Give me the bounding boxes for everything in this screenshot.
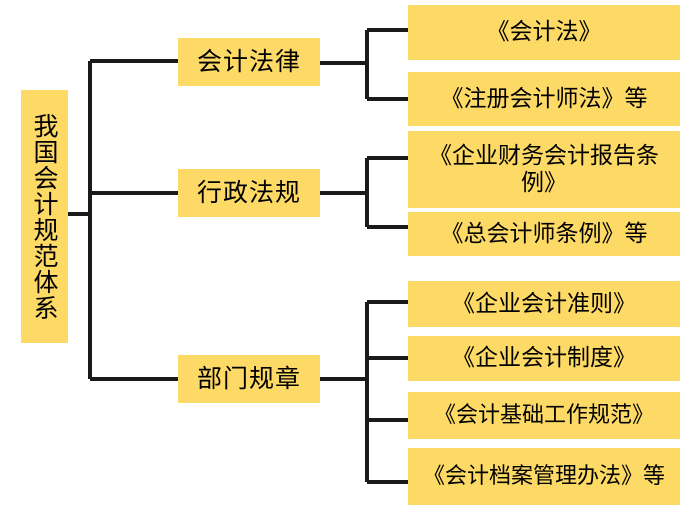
leaf-node-basic-accounting-work-norms: 《会计基础工作规范》 <box>408 392 680 439</box>
leaf-node-accounting-law: 《会计法》 <box>408 5 680 60</box>
leaf-node-cpa-law: 《注册会计师法》等 <box>408 72 680 126</box>
root-node: 我国会计规范体系 <box>21 90 68 343</box>
leaf-node-enterprise-accounting-standards: 《企业会计准则》 <box>408 281 680 327</box>
leaf-node-chief-accountant-regulation: 《总会计师条例》等 <box>408 212 680 256</box>
branch-node-administrative-regulations: 行政法规 <box>178 169 320 217</box>
branch-node-accounting-laws: 会计法律 <box>178 38 320 86</box>
leaf-node-accounting-archives-measures: 《会计档案管理办法》等 <box>408 448 680 505</box>
leaf-node-enterprise-accounting-system: 《企业会计制度》 <box>408 336 680 381</box>
leaf-node-financial-reporting-regulation: 《企业财务会计报告条例》 <box>408 131 680 208</box>
branch-node-departmental-rules: 部门规章 <box>178 355 320 403</box>
